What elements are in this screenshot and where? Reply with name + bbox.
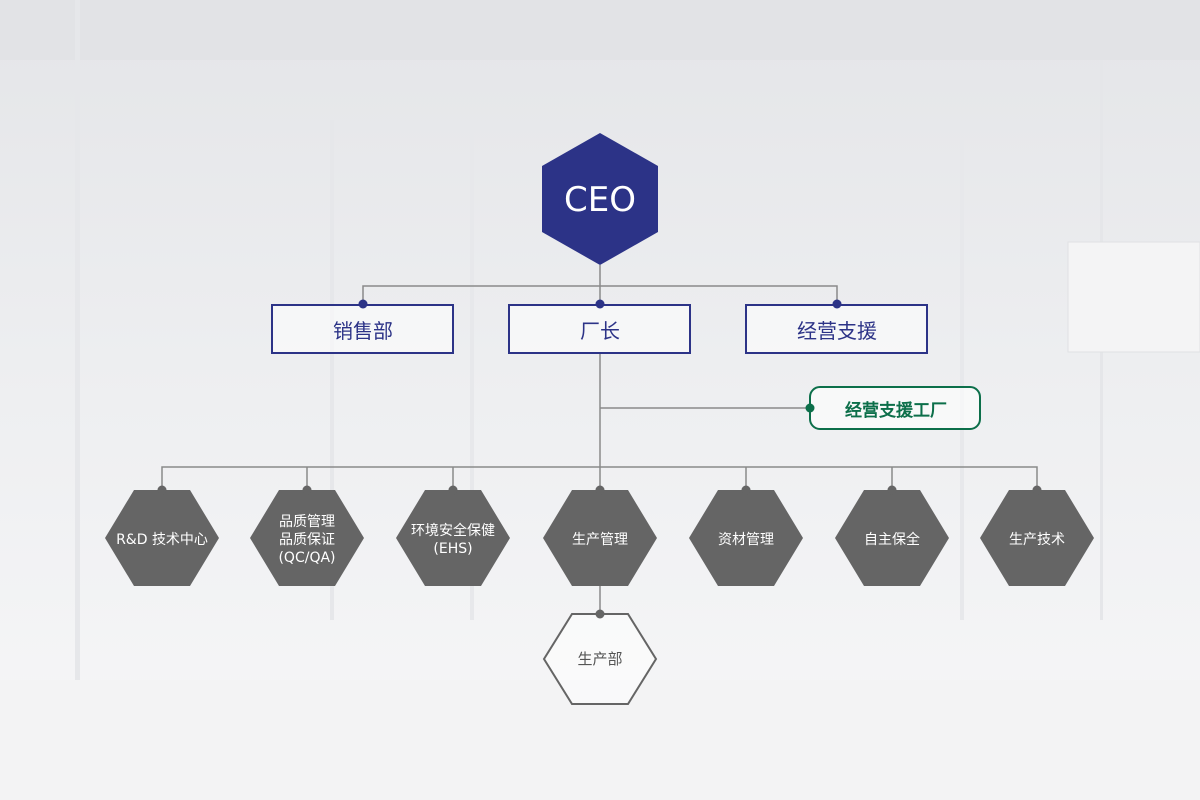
dept-node-quality	[250, 490, 364, 586]
connector-dot	[448, 485, 458, 495]
connector-dot	[805, 403, 815, 413]
connector-dots	[157, 299, 1042, 619]
sales-box	[271, 304, 454, 354]
dept-node-maintenance	[835, 490, 949, 586]
sub-dept-node	[542, 613, 658, 705]
dept-node-materials	[689, 490, 803, 586]
connector-line	[306, 467, 893, 490]
connector-dot	[741, 485, 751, 495]
connector-dot	[595, 609, 605, 619]
connector-lines	[161, 265, 1038, 616]
connector-dot	[302, 485, 312, 495]
ceo-node	[542, 133, 658, 265]
connector-dot	[157, 485, 167, 495]
connector-dot	[1032, 485, 1042, 495]
connector-dot	[358, 299, 368, 309]
connector-dot	[832, 299, 842, 309]
connector-dot	[595, 485, 605, 495]
factory-manager-box	[508, 304, 691, 354]
dept-node-production-mgmt	[543, 490, 657, 586]
dept-node-production-tech	[980, 490, 1094, 586]
dept-node-ehs	[396, 490, 510, 586]
support-factory-box	[809, 386, 981, 430]
connector-dot	[887, 485, 897, 495]
business-support-box	[745, 304, 928, 354]
connector-dot	[595, 299, 605, 309]
department-nodes	[105, 490, 1094, 586]
dept-node-rd	[105, 490, 219, 586]
